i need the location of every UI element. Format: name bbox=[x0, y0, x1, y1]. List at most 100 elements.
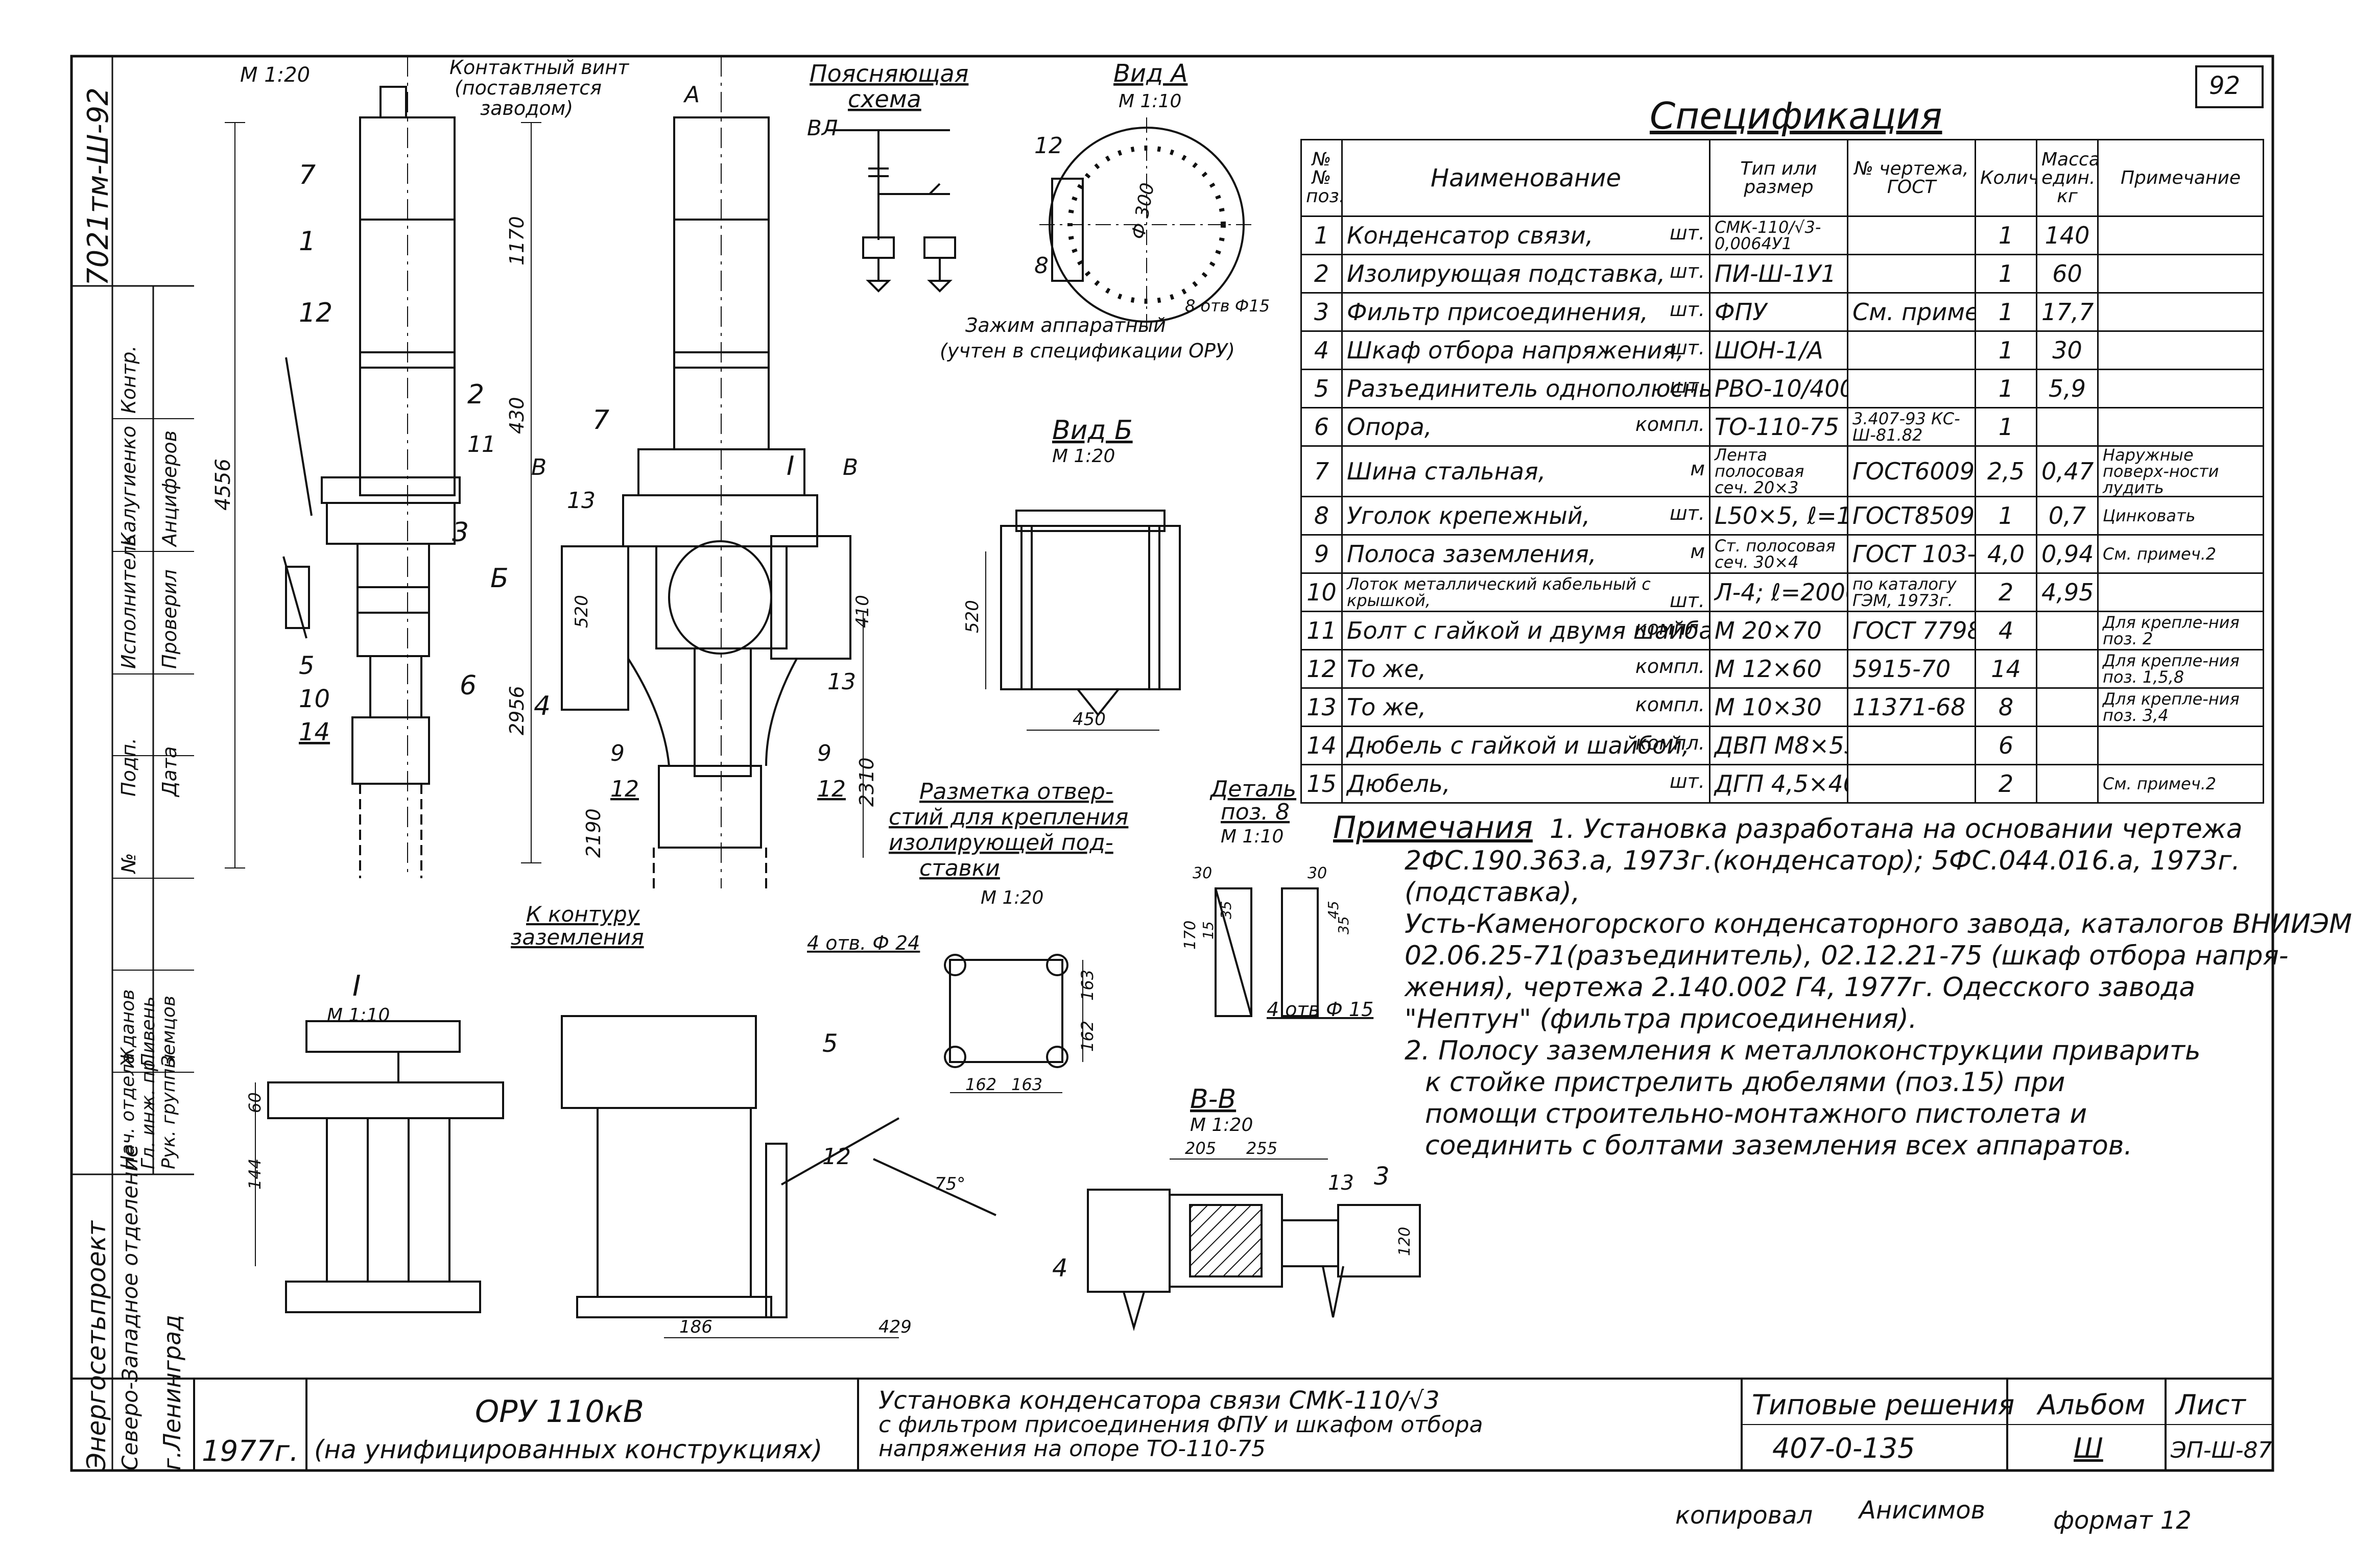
spec-item-unit: шт. bbox=[1670, 589, 1705, 612]
detail-dim-15: 15 bbox=[1200, 921, 1217, 939]
spec-cell-n: 5 bbox=[1300, 369, 1343, 408]
stamp-role-0: Нач. отдела bbox=[117, 1052, 138, 1169]
marking-dim-4: 163 bbox=[1078, 970, 1097, 1001]
marking-dim-1: 162 bbox=[965, 1075, 996, 1094]
callout-3-bb: 3 bbox=[1374, 1162, 1390, 1191]
spec-cell-mass bbox=[2036, 407, 2099, 447]
spec-cell-type: ДВП М8×55 bbox=[1709, 726, 1848, 765]
dim-2310: 2310 bbox=[855, 757, 878, 807]
title-typical-code: 407-0-135 bbox=[1772, 1432, 1915, 1464]
notes: Примечания 1. Установка разработана на о… bbox=[1333, 812, 2353, 1162]
spec-cell-doc bbox=[1847, 330, 1976, 370]
bb-dim-255: 255 bbox=[1246, 1139, 1277, 1158]
bb-title: В-В bbox=[1190, 1084, 1236, 1115]
spec-cell-type: Лента полосовая сеч. 20×3 bbox=[1709, 445, 1848, 497]
stamp-org-0: Энергосетьпроект bbox=[82, 1221, 111, 1470]
scale-main: М 1:20 bbox=[240, 63, 310, 87]
spec-cell-qty: 4 bbox=[1975, 611, 2037, 650]
detail-holes: 4 отв Ф 15 bbox=[1267, 998, 1373, 1021]
spec-item-unit: компл. bbox=[1635, 655, 1705, 678]
section-i-title: I bbox=[352, 970, 361, 1003]
note-line-9: соединить с болтами заземления всех аппа… bbox=[1425, 1130, 2132, 1161]
spec-cell-type: Л-4; ℓ=2000 bbox=[1709, 572, 1848, 612]
spec-cell-mass: 0,47 bbox=[2036, 445, 2099, 497]
spec-cell-name: Болт с гайкой и двумя шайбами,компл. bbox=[1341, 611, 1710, 650]
spec-cell-note: Для крепле-ния поз. 3,4 bbox=[2097, 687, 2264, 727]
callout-13-right: 13 bbox=[827, 669, 856, 695]
center-elevation bbox=[521, 56, 864, 888]
callout-5-left: 5 bbox=[299, 652, 315, 680]
spec-item-name: То же, bbox=[1347, 693, 1427, 721]
spec-cell-type: L50×5, ℓ=170 bbox=[1709, 496, 1848, 536]
title-oru-sub: (на унифицированных конструкциях) bbox=[314, 1435, 823, 1464]
spec-item-unit: м bbox=[1690, 540, 1705, 563]
spec-cell-qty: 1 bbox=[1975, 407, 2037, 447]
spec-cell-doc: 3.407-93 КС-Ш-81.82 bbox=[1847, 407, 1976, 447]
section-mark-b: Б bbox=[490, 563, 509, 594]
spec-item-name: Лоток металлический кабельный с крышкой, bbox=[1347, 574, 1651, 610]
spec-cell-mass: 17,7 bbox=[2036, 292, 2099, 332]
spec-header-pos: №№ поз. bbox=[1300, 139, 1343, 217]
callout-10-right: 9 bbox=[817, 740, 831, 766]
spec-cell-doc: ГОСТ 7798-70 bbox=[1847, 611, 1976, 650]
spec-item-unit: шт. bbox=[1670, 222, 1705, 244]
spec-item-name: Изолирующая подставка, bbox=[1347, 260, 1666, 287]
view-b-dim-520: 520 bbox=[962, 600, 983, 633]
spec-item-unit: компл. bbox=[1635, 732, 1705, 754]
spec-cell-qty: 1 bbox=[1975, 215, 2037, 255]
callout-7-center: 7 bbox=[592, 405, 609, 436]
spec-cell-name: Дюбель,шт. bbox=[1341, 764, 1710, 804]
spec-header-qty: Колич. bbox=[1975, 139, 2037, 217]
spec-cell-mass: 140 bbox=[2036, 215, 2099, 255]
stamp-name-4: Анциферов bbox=[158, 430, 181, 546]
footer-copied: копировал bbox=[1675, 1501, 1813, 1530]
explain-title-2: схема bbox=[848, 85, 921, 113]
spec-item-name: Полоса заземления, bbox=[1347, 540, 1597, 568]
view-a-dia: Ф 300 bbox=[1128, 181, 1158, 241]
spec-cell-qty: 1 bbox=[1975, 330, 2037, 370]
marking-3: изолирующей под- bbox=[889, 830, 1113, 856]
callout-11: 11 bbox=[467, 431, 496, 457]
note-line-4: жения), чертежа 2.140.002 Г4, 1977г. Оде… bbox=[1405, 972, 2196, 1003]
stamp-role-2: Рук. группы bbox=[158, 1053, 179, 1169]
spec-cell-note bbox=[2097, 215, 2264, 255]
stamp-role-4: Проверил bbox=[158, 569, 181, 669]
title-album-no: Ш bbox=[2074, 1432, 2103, 1464]
clamp-2: (учтен в спецификации ОРУ) bbox=[940, 340, 1235, 362]
dim-520: 520 bbox=[572, 595, 592, 628]
callout-14-left: 12 bbox=[610, 776, 639, 802]
explain-title-1: Поясняющая bbox=[810, 60, 968, 87]
spec-cell-doc: по каталогу ГЭМ, 1973г. bbox=[1847, 572, 1976, 612]
spec-item-unit: шт. bbox=[1670, 375, 1705, 397]
note-line-8: помощи строительно-монтажного пистолета … bbox=[1425, 1099, 2087, 1129]
spec-cell-name: Полоса заземления, м bbox=[1341, 534, 1710, 574]
title-block-lines bbox=[72, 56, 2273, 1470]
spec-cell-qty: 2,5 bbox=[1975, 445, 2037, 497]
section-mark-a: А bbox=[683, 82, 700, 108]
detail-dim-35a: 35 bbox=[1218, 901, 1234, 919]
detail-dim-45: 45 bbox=[1325, 901, 1342, 919]
spec-title: Спецификация bbox=[1650, 94, 1942, 137]
callout-13-left: 13 bbox=[567, 488, 596, 514]
spec-item-unit: шт. bbox=[1670, 260, 1705, 282]
bb-dim-205: 205 bbox=[1185, 1139, 1216, 1158]
callout-4-bb: 4 bbox=[1052, 1254, 1068, 1283]
note-line-0: 1. Установка разработана на основании че… bbox=[1549, 814, 2243, 845]
spec-item-name: Шкаф отбора напряжения, bbox=[1347, 336, 1684, 364]
spec-cell-n: 12 bbox=[1300, 649, 1343, 689]
spec-cell-note bbox=[2097, 369, 2264, 408]
spec-cell-mass bbox=[2036, 611, 2099, 650]
spec-cell-doc: ГОСТ6009-74 bbox=[1847, 445, 1976, 497]
callout-6: 6 bbox=[460, 670, 477, 701]
spec-cell-note bbox=[2097, 330, 2264, 370]
spec-cell-type: М 12×60 bbox=[1709, 649, 1848, 689]
